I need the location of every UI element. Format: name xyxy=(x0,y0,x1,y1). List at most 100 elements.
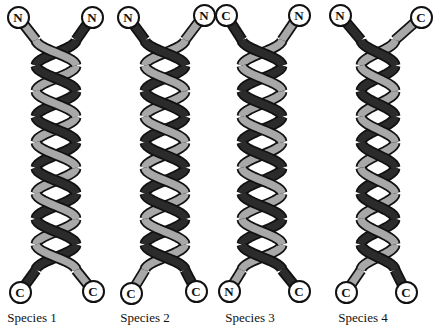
helix-strand xyxy=(145,244,185,270)
helix-outline xyxy=(242,219,282,245)
terminus-letter: C xyxy=(341,286,350,299)
helix-strand xyxy=(242,219,282,245)
terminus-letter: N xyxy=(87,11,96,24)
terminus-letter: N xyxy=(294,9,303,22)
helix-outline xyxy=(242,193,282,219)
helix-strand xyxy=(361,117,395,143)
terminus-circle: C xyxy=(335,281,358,304)
terminus-circle: C xyxy=(82,280,105,303)
helix-strand xyxy=(145,219,185,245)
helix-strand xyxy=(361,142,395,168)
helix-outline xyxy=(242,66,282,92)
helix-outline xyxy=(361,193,395,219)
helix-strand xyxy=(36,193,76,219)
helix-strand xyxy=(242,66,282,92)
helix-outline xyxy=(145,244,185,270)
terminus-letter: C xyxy=(294,285,303,298)
helix-outline xyxy=(145,91,185,117)
helix-outline xyxy=(242,168,282,194)
helix-strand xyxy=(36,66,76,92)
helix-outline xyxy=(361,168,395,194)
helix-outline xyxy=(145,40,185,66)
helix-outline xyxy=(36,40,76,66)
helix-strand xyxy=(145,117,185,143)
helix-strand xyxy=(36,219,76,245)
helix-outline xyxy=(36,91,76,117)
helix-strand xyxy=(361,91,395,117)
helix-strand xyxy=(36,244,76,270)
helix-strand xyxy=(145,219,185,245)
helix-strand xyxy=(361,168,395,194)
helix-strand xyxy=(361,244,395,270)
species-label: Species 1 xyxy=(7,310,56,326)
helix-outline xyxy=(361,40,395,66)
helix-strand xyxy=(242,40,282,66)
helix-outline xyxy=(242,91,282,117)
helix-outline xyxy=(242,193,282,219)
species-label: Species 3 xyxy=(225,310,274,326)
terminus-circle: C xyxy=(410,6,433,29)
helix-outline xyxy=(36,117,76,143)
helix-strand xyxy=(145,117,185,143)
terminus-letter: N xyxy=(224,285,233,298)
helix-strand xyxy=(361,142,395,168)
helix-outline xyxy=(242,244,282,270)
helix-strand xyxy=(36,91,76,117)
helix-outline xyxy=(145,66,185,92)
helix-outline xyxy=(145,193,185,219)
helix-outline xyxy=(36,193,76,219)
helix-outline xyxy=(242,219,282,245)
helix-strand xyxy=(242,142,282,168)
helix-outline xyxy=(242,91,282,117)
helix-outline xyxy=(145,168,185,194)
helix-strand xyxy=(145,142,185,168)
helix-strand xyxy=(242,193,282,219)
helix-strand xyxy=(36,168,76,194)
helix-outline xyxy=(242,142,282,168)
terminus-letter: N xyxy=(199,9,208,22)
helix-outline xyxy=(361,219,395,245)
helix-outline xyxy=(242,117,282,143)
terminus-circle: N xyxy=(81,6,104,29)
helix-strand xyxy=(36,142,76,168)
terminus-letter: C xyxy=(221,9,230,22)
helix-outline xyxy=(361,142,395,168)
helix-strand xyxy=(145,91,185,117)
terminus-letter: C xyxy=(416,11,425,24)
helix-outline xyxy=(36,219,76,245)
helix-strand xyxy=(36,219,76,245)
helix-outline xyxy=(36,193,76,219)
helix-outline xyxy=(361,244,395,270)
helix-outline xyxy=(242,40,282,66)
terminus-letter: C xyxy=(126,287,135,300)
helix-outline xyxy=(361,142,395,168)
helix-outline xyxy=(361,40,395,66)
helix-outline xyxy=(36,91,76,117)
helix-outline xyxy=(36,40,76,66)
helix-outline xyxy=(361,66,395,92)
helix-strand xyxy=(361,91,395,117)
helix-strand xyxy=(36,244,76,270)
helix-strand xyxy=(145,40,185,66)
helix-outline xyxy=(242,117,282,143)
helix-outline xyxy=(242,40,282,66)
helix-outline xyxy=(145,219,185,245)
coiled-coil xyxy=(226,15,299,291)
helix-strand xyxy=(36,117,76,143)
helix-strand xyxy=(36,142,76,168)
terminus-circle: C xyxy=(395,281,418,304)
helix-strand xyxy=(242,117,282,143)
helix-strand xyxy=(242,91,282,117)
helix-strand xyxy=(36,91,76,117)
helix-strand xyxy=(145,142,185,168)
helix-strand xyxy=(242,168,282,194)
helix-outline xyxy=(361,117,395,143)
helix-outline xyxy=(361,193,395,219)
helix-outline xyxy=(145,219,185,245)
helix-strand xyxy=(242,168,282,194)
helix-strand xyxy=(361,219,395,245)
helix-strand xyxy=(145,66,185,92)
helix-strand xyxy=(361,66,395,92)
helix-outline xyxy=(145,142,185,168)
